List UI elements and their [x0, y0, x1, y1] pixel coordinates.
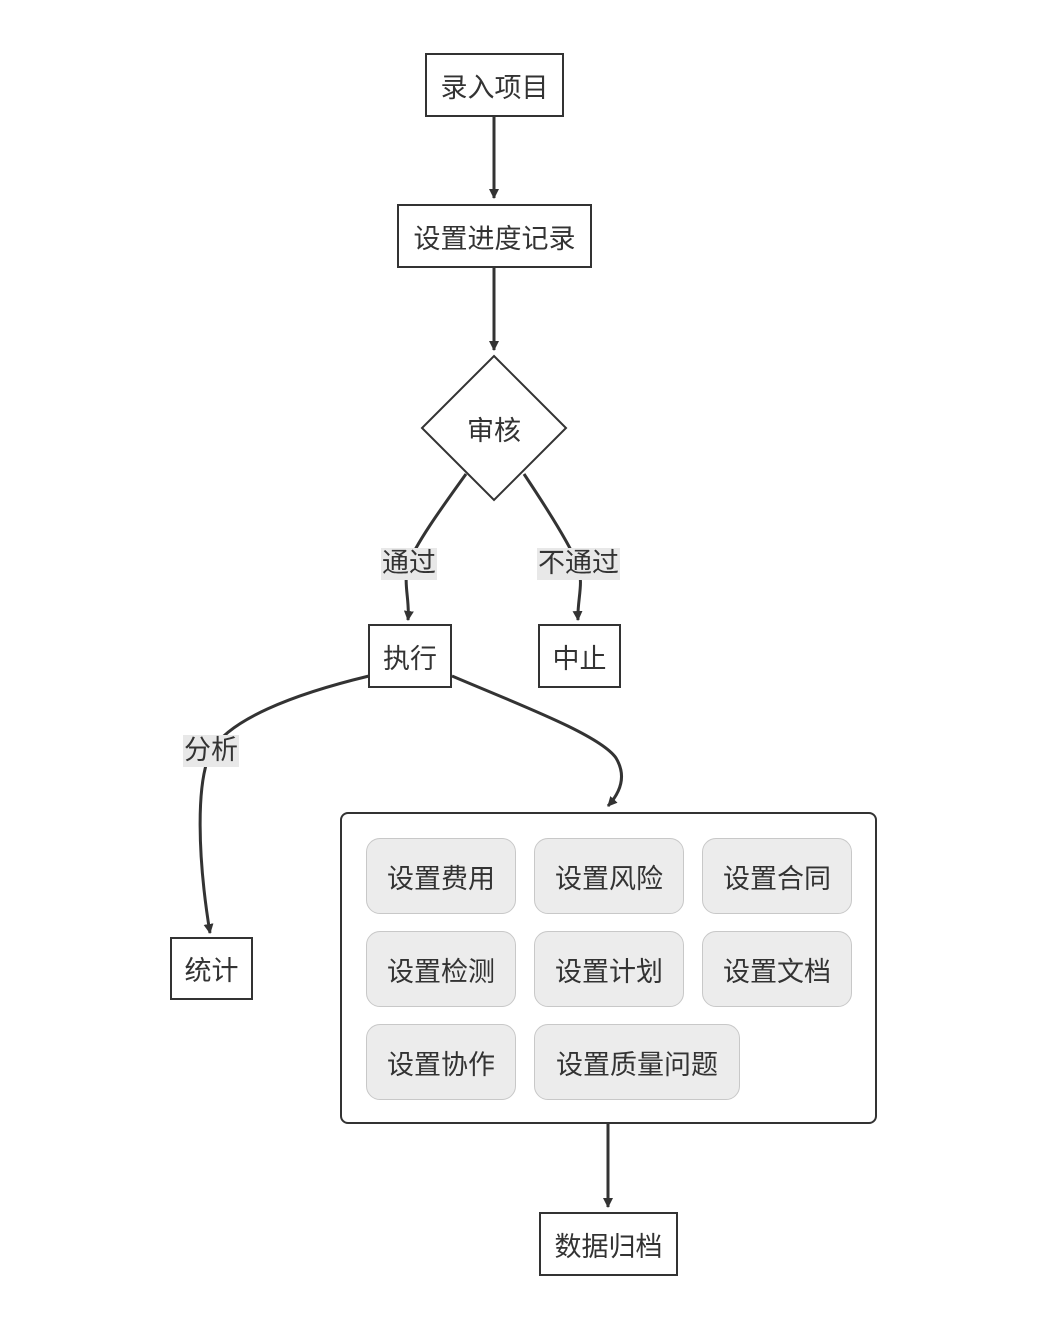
settings-group: 设置费用 设置风险 设置合同 设置检测 设置计划 设置文档 设置协作 设置质量问… [340, 812, 877, 1124]
edge-label-pass: 通过 [381, 548, 437, 580]
node-set-progress: 设置进度记录 [397, 204, 592, 268]
node-execute: 执行 [368, 624, 452, 688]
node-review-label: 审核 [467, 415, 521, 447]
group-item-plan: 设置计划 [534, 931, 684, 1007]
edge-review-to-abort [522, 473, 583, 621]
edge-label-analyze: 分析 [183, 735, 239, 767]
node-abort: 中止 [538, 624, 621, 688]
group-item-document: 设置文档 [702, 931, 852, 1007]
review-diamond [420, 354, 568, 502]
group-item-inspection: 设置检测 [366, 931, 516, 1007]
group-item-cost: 设置费用 [366, 838, 516, 914]
group-item-contract: 设置合同 [702, 838, 852, 914]
edge-review-to-execute [403, 473, 468, 621]
node-statistics: 统计 [170, 937, 253, 1000]
group-item-quality-issue: 设置质量问题 [534, 1024, 740, 1100]
group-item-collaboration: 设置协作 [366, 1024, 516, 1100]
group-item-risk: 设置风险 [534, 838, 684, 914]
node-enter-project: 录入项目 [425, 53, 564, 117]
edge-execute-to-group [451, 674, 623, 808]
node-archive: 数据归档 [539, 1212, 678, 1276]
edge-label-fail: 不通过 [537, 548, 620, 580]
